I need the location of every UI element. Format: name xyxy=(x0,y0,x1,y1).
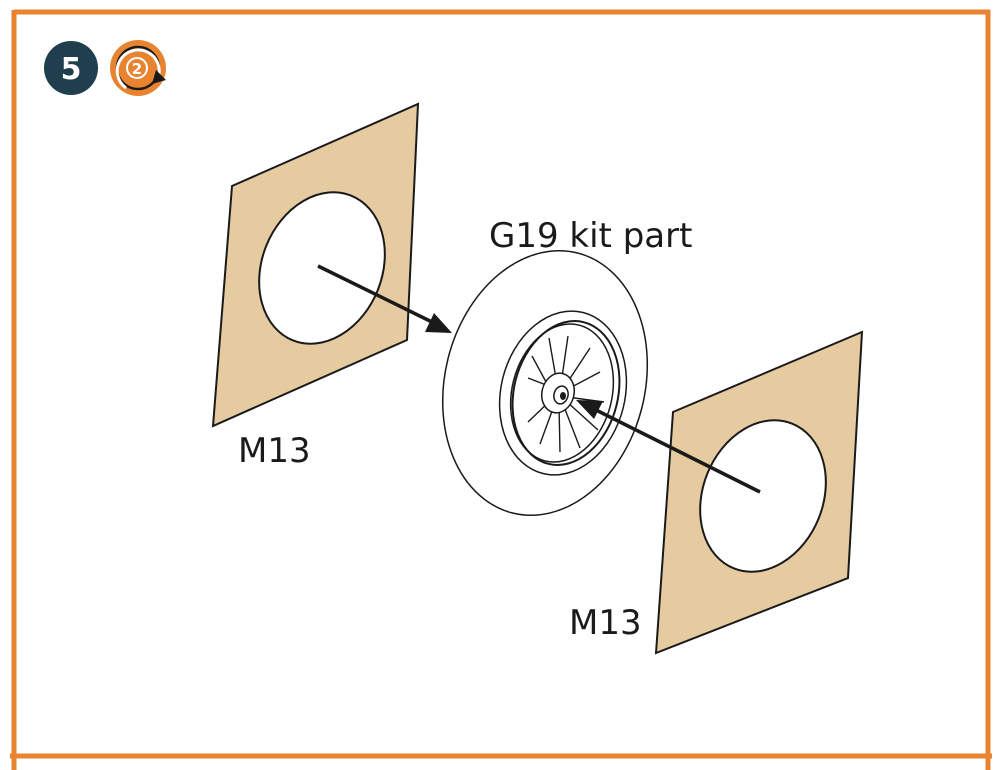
wheel-g19 xyxy=(441,249,649,517)
step-number: 5 xyxy=(61,52,82,87)
step-frame xyxy=(10,9,992,770)
mask-left-label: M13 xyxy=(238,431,311,471)
step-number-badge: 5 xyxy=(44,41,98,95)
wheel-label: G19 kit part xyxy=(489,216,692,256)
repeat-count: 2 xyxy=(132,60,142,78)
arrow-right-to-wheel xyxy=(576,400,761,494)
arrow-left-to-wheel xyxy=(317,264,452,333)
repeat-x2-icon: 2 xyxy=(110,40,166,96)
mask-left xyxy=(211,102,420,428)
mask-right-label: M13 xyxy=(569,603,642,643)
